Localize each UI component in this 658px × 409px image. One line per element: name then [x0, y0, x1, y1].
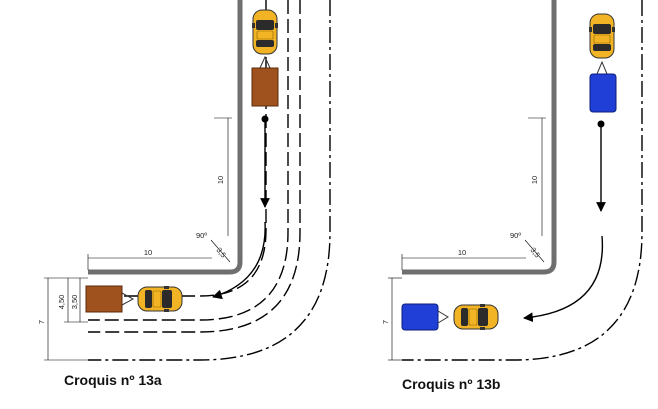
hitch	[596, 60, 608, 75]
trailer-top	[589, 73, 617, 113]
trailer-top	[251, 67, 279, 107]
dim-vertical-label: 10	[216, 176, 225, 184]
hitch	[121, 292, 135, 306]
dim-horizontal-label: 10	[458, 248, 466, 257]
trailer-bottom	[401, 303, 439, 331]
angle-label: 90º	[510, 231, 521, 240]
caption-13b: Croquis nº 13b	[402, 376, 501, 392]
lane-line-dashed	[88, 0, 301, 333]
path-start-dot	[597, 120, 605, 128]
dimension-horizontal: 10	[401, 248, 526, 270]
lane-line-dashed	[88, 0, 289, 321]
lane-line-dashdot	[402, 0, 643, 361]
hitch	[437, 310, 449, 324]
dim-4-50-label: 4,50	[57, 295, 66, 310]
lane-line-dashdot	[88, 0, 331, 361]
diagram-13a: 10 10 90º 3,5 4,50 3,50 7	[37, 0, 331, 361]
curve-arrow	[212, 221, 266, 300]
road-edge	[402, 0, 557, 275]
dim-7-label: 7	[37, 320, 46, 324]
diag-dimension	[524, 239, 545, 263]
lane-line-dashed	[88, 0, 267, 297]
caption-13a: Croquis nº 13a	[64, 372, 162, 388]
dimension-horizontal: 10	[87, 248, 212, 270]
angle-label: 90º	[196, 231, 207, 240]
trailer-bottom	[85, 285, 123, 313]
car-top	[588, 13, 616, 59]
dimension-left-stack: 4,50 3,50 7	[37, 277, 88, 361]
diagram-13b: 10 10 90º 3,5 7	[381, 0, 643, 361]
car-top	[251, 9, 279, 55]
dim-3-50-label: 3,50	[70, 295, 79, 310]
road-edge	[88, 0, 243, 275]
car-bottom	[453, 303, 499, 331]
dim-horizontal-label: 10	[144, 248, 152, 257]
car-bottom	[137, 285, 183, 313]
dim-vertical-label: 10	[530, 176, 539, 184]
path-start-dot	[261, 115, 269, 123]
curve-arrow	[523, 235, 604, 323]
dimension-vertical: 10	[214, 117, 232, 236]
dimension-vertical: 10	[528, 117, 546, 236]
diag-dimension	[210, 239, 231, 263]
dimension-left-stack: 7	[381, 277, 402, 361]
dim-7-label: 7	[381, 320, 390, 324]
hitch	[259, 55, 271, 69]
